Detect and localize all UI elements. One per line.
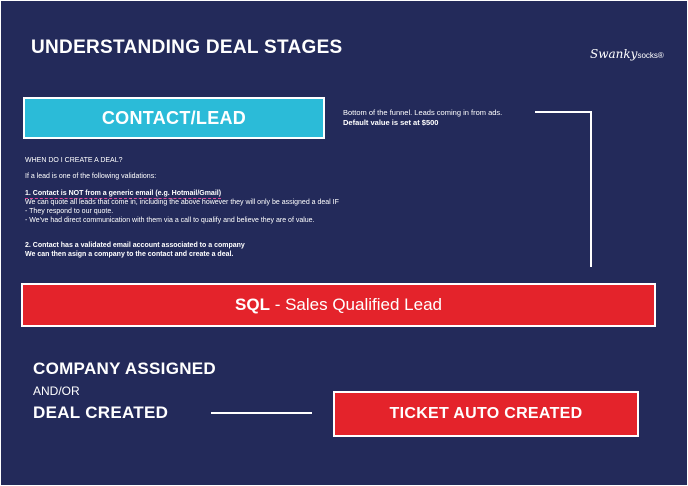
rule2-body: We can then asign a company to the conta… — [25, 251, 234, 258]
rule1-bullet1: - They respond to our quote. — [25, 208, 114, 215]
funnel-note-line1: Bottom of the funnel. Leads coming in fr… — [343, 108, 503, 117]
and-or-label: AND/OR — [33, 384, 80, 398]
funnel-note-default-value: Default value is set at $500 — [343, 118, 439, 127]
logo-small: socks — [637, 51, 658, 60]
create-deal-intro: If a lead is one of the following valida… — [25, 173, 157, 180]
rule2-title: 2. Contact has a validated email account… — [25, 242, 245, 249]
ticket-label: TICKET AUTO CREATED — [389, 405, 583, 422]
rule1-title: 1. Contact is NOT from a generic email (… — [25, 189, 222, 199]
deal-created-label: DEAL CREATED — [33, 403, 169, 422]
rule1-body: We can quote all leads that come in, inc… — [25, 199, 339, 206]
contact-lead-stage: CONTACT/LEAD — [23, 97, 325, 139]
logo-mark: ® — [657, 51, 664, 60]
connector-line-horizontal — [535, 111, 592, 113]
connector-line-deal — [211, 412, 312, 414]
logo-script: Swanky — [590, 47, 638, 61]
rule1-title-text: 1. Contact is NOT from a generic email (… — [25, 190, 222, 199]
sql-stage: SQL - Sales Qualified Lead — [21, 283, 656, 327]
ticket-auto-created-stage: TICKET AUTO CREATED — [333, 391, 639, 437]
swanky-socks-logo: Swankysocks® — [590, 47, 664, 61]
funnel-note: Bottom of the funnel. Leads coming in fr… — [343, 108, 502, 128]
sql-stage-rest: - Sales Qualified Lead — [274, 295, 442, 314]
sql-stage-abbrev: SQL — [235, 295, 270, 314]
company-assigned-label: COMPANY ASSIGNED — [33, 359, 217, 378]
contact-lead-label: CONTACT/LEAD — [101, 107, 247, 128]
slide-title: UNDERSTANDING DEAL STAGES — [31, 37, 343, 58]
connector-line-vertical — [590, 111, 592, 267]
rule1-bullet2: - We've had direct communication with th… — [25, 217, 315, 224]
create-deal-heading: WHEN DO I CREATE A DEAL? — [25, 157, 123, 164]
